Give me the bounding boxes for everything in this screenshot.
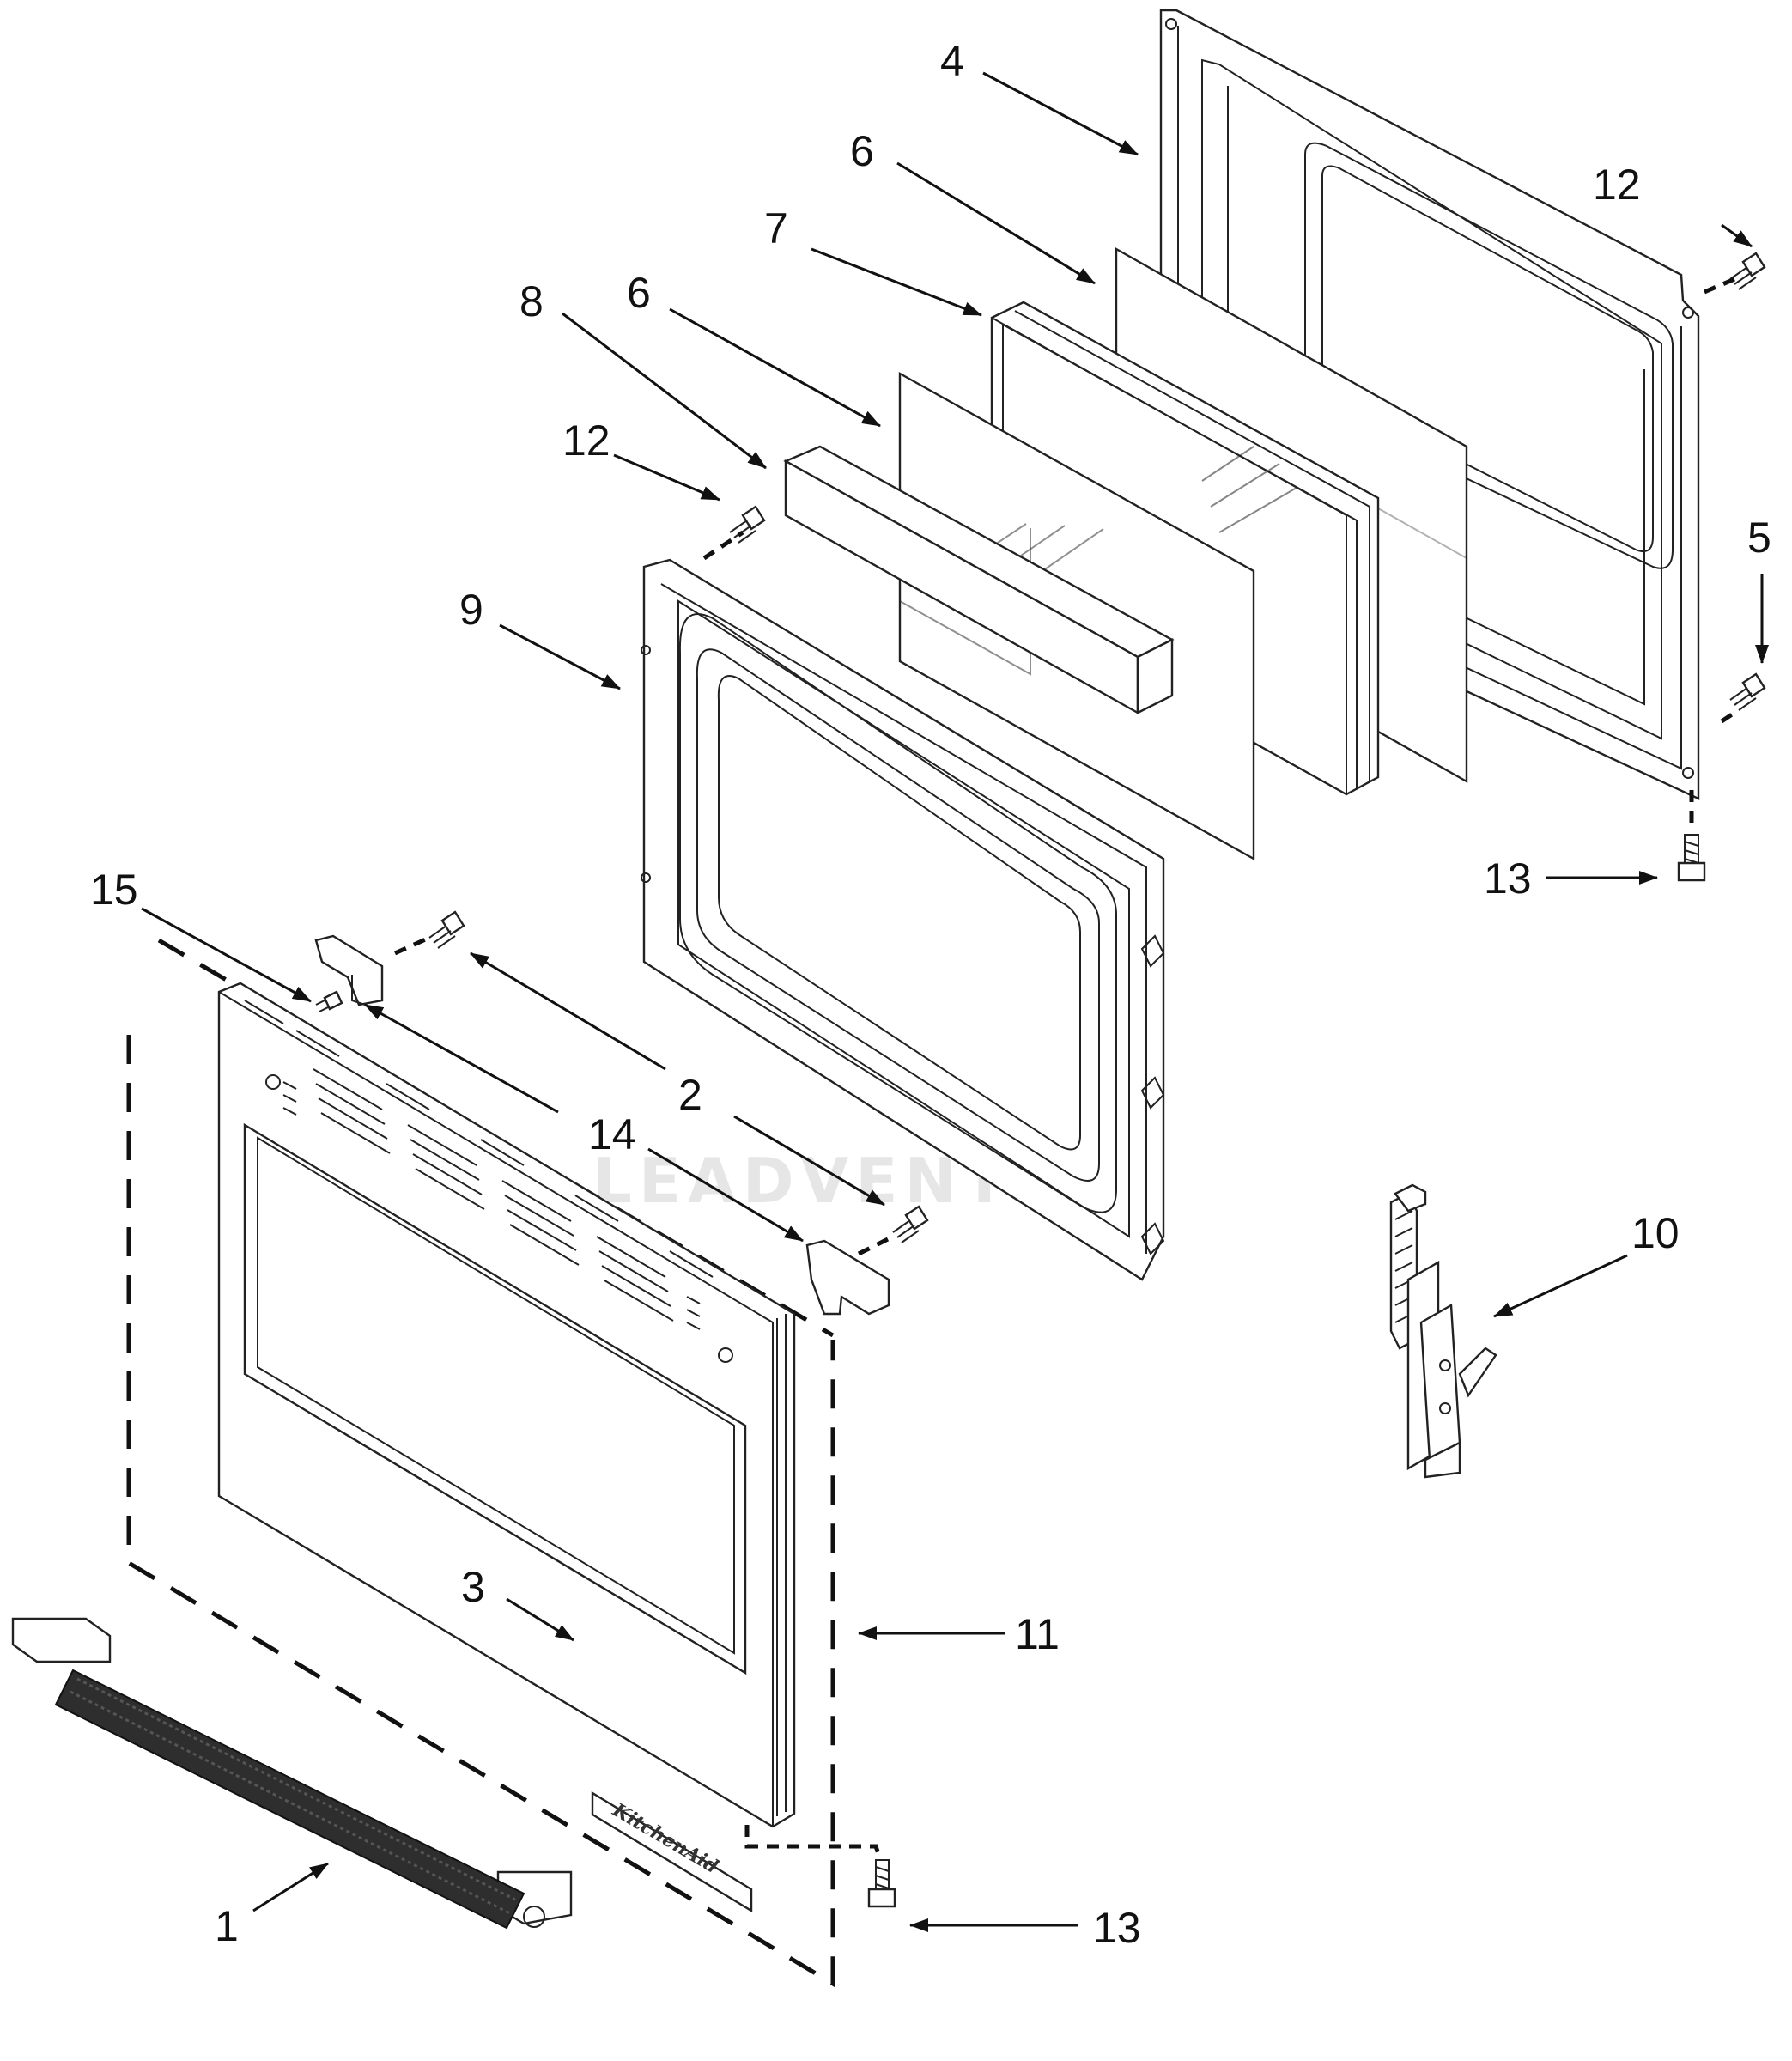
callout-15: 15 bbox=[90, 866, 138, 914]
arrow-14-lower bbox=[647, 1147, 804, 1243]
callout-9: 9 bbox=[459, 586, 483, 634]
callout-5: 5 bbox=[1747, 514, 1771, 562]
part-insulation-block bbox=[783, 445, 1175, 715]
leader-arrows bbox=[141, 71, 1769, 1932]
arrow-3 bbox=[506, 1597, 574, 1642]
arrow-14-upper bbox=[364, 1003, 559, 1114]
arrow-1 bbox=[252, 1862, 329, 1912]
arrow-6-rear bbox=[896, 161, 1096, 285]
part-hinge-bracket-left bbox=[314, 934, 384, 1006]
callout-11: 11 bbox=[1015, 1610, 1060, 1658]
callout-6-rear: 6 bbox=[850, 127, 874, 175]
callout-10: 10 bbox=[1631, 1209, 1680, 1257]
callout-labels: 4 6 7 6 8 12 12 9 5 13 15 2 14 10 11 3 1… bbox=[90, 37, 1771, 1952]
arrow-7 bbox=[811, 247, 982, 317]
arrow-12-left bbox=[613, 453, 720, 502]
screw-item-12-left bbox=[729, 505, 766, 544]
screw-item-12-right bbox=[1729, 252, 1766, 290]
part-outer-door-panel: KitchenAid bbox=[217, 982, 796, 1913]
arrow-9 bbox=[499, 623, 621, 690]
screw-item-2-lower bbox=[892, 1205, 929, 1243]
part-inner-door-panel bbox=[641, 558, 1165, 1281]
callout-14: 14 bbox=[588, 1110, 636, 1158]
part-hinge-bracket-right bbox=[805, 1239, 890, 1316]
screw-item-13-right bbox=[1677, 834, 1706, 882]
arrow-2-upper bbox=[470, 951, 666, 1071]
callout-7: 7 bbox=[764, 204, 788, 252]
arrow-15 bbox=[141, 907, 312, 1003]
screw-item-13-bottom bbox=[867, 1859, 896, 1908]
callout-12-left: 12 bbox=[562, 416, 610, 465]
screw-item-2-upper bbox=[428, 910, 465, 949]
arrow-12-right bbox=[1721, 223, 1753, 248]
arrow-4 bbox=[982, 71, 1139, 156]
callout-4: 4 bbox=[940, 37, 964, 85]
insertion-lines bbox=[393, 277, 1736, 1860]
callout-1: 1 bbox=[215, 1902, 239, 1950]
callout-13-right: 13 bbox=[1484, 854, 1532, 903]
part-door-hinge bbox=[1389, 1183, 1497, 1479]
callout-3: 3 bbox=[461, 1563, 485, 1611]
callout-12-right: 12 bbox=[1593, 161, 1641, 209]
callout-6-front: 6 bbox=[627, 269, 651, 317]
arrow-6-front bbox=[669, 307, 881, 428]
screw-item-5 bbox=[1729, 672, 1766, 711]
arrow-8 bbox=[562, 312, 767, 470]
arrow-2-lower bbox=[733, 1115, 885, 1207]
callout-13-bottom: 13 bbox=[1093, 1904, 1141, 1952]
callout-2: 2 bbox=[678, 1071, 702, 1119]
callout-8: 8 bbox=[519, 277, 544, 325]
arrow-10 bbox=[1493, 1254, 1628, 1318]
screw-item-15 bbox=[315, 990, 343, 1012]
part-door-handle bbox=[11, 1617, 573, 1930]
brand-badge-text: KitchenAid bbox=[608, 1798, 722, 1878]
